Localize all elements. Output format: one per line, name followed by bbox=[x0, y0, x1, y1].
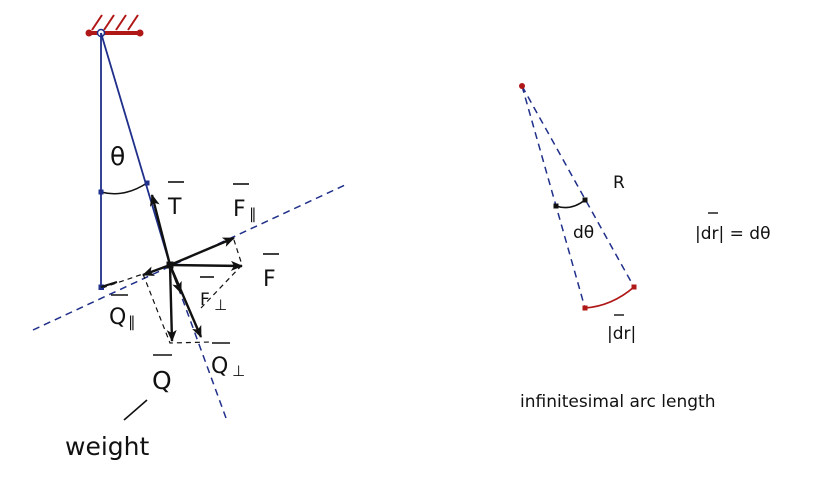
svg-text:∥: ∥ bbox=[128, 313, 136, 331]
force-label: F bbox=[263, 253, 279, 292]
radius-label: R bbox=[613, 173, 625, 193]
force-perpendicular-label: F ⊥ bbox=[200, 276, 227, 314]
radius-line-left bbox=[521, 85, 586, 309]
theta-label: θ bbox=[110, 142, 125, 171]
force-parallel-vector bbox=[169, 236, 235, 267]
force-vectors bbox=[142, 194, 243, 342]
arc-length-equation: |dr| = dθ bbox=[695, 212, 771, 244]
force-parallel-label: F ∥ bbox=[233, 183, 257, 223]
projection-lines bbox=[101, 239, 243, 344]
force-vector bbox=[169, 260, 243, 271]
arc-length-caption: infinitesimal arc length bbox=[520, 392, 715, 412]
weight-pointer-line bbox=[123, 399, 148, 421]
arc-center-point bbox=[519, 83, 525, 89]
angle-arc bbox=[100, 182, 148, 195]
tension-label: T bbox=[167, 181, 184, 220]
weight-perpendicular-vector bbox=[168, 264, 203, 338]
svg-text:⊥: ⊥ bbox=[232, 362, 245, 380]
svg-text:F: F bbox=[263, 267, 276, 292]
weight-parallel-label: Q ∥ bbox=[109, 294, 136, 331]
svg-text:F: F bbox=[200, 290, 210, 310]
radius-line-right bbox=[521, 85, 635, 288]
svg-text:Q: Q bbox=[211, 354, 228, 379]
arc-length-diagram: R dθ |dr| |dr| = dθ infinitesimal arc le… bbox=[519, 83, 771, 412]
ceiling-support bbox=[85, 14, 144, 38]
weight-perpendicular-label: Q ⊥ bbox=[211, 342, 245, 380]
weight-caption: weight bbox=[65, 432, 149, 461]
tension-vector bbox=[149, 194, 172, 266]
pendulum-diagram: θ T F ∥ F F ⊥ Q ∥ Q bbox=[32, 14, 346, 461]
svg-text:Q: Q bbox=[109, 305, 126, 330]
svg-text:T: T bbox=[167, 195, 182, 220]
svg-text:|dr|: |dr| bbox=[607, 324, 636, 344]
weight-vector bbox=[166, 264, 177, 342]
svg-text:Q: Q bbox=[152, 366, 172, 395]
weight-parallel-vector bbox=[142, 263, 171, 277]
pendulum-bob bbox=[166, 261, 174, 269]
svg-text:|dr| = dθ: |dr| = dθ bbox=[695, 224, 771, 244]
pendulum-string bbox=[100, 32, 171, 266]
angle-arc-small bbox=[555, 199, 586, 209]
arc-segment bbox=[584, 286, 635, 309]
svg-text:⊥: ⊥ bbox=[214, 296, 227, 314]
svg-text:∥: ∥ bbox=[249, 205, 257, 223]
d-theta-label: dθ bbox=[573, 223, 594, 243]
arc-length-label: |dr| bbox=[607, 314, 636, 344]
weight-label: Q bbox=[152, 354, 172, 395]
svg-text:F: F bbox=[233, 197, 246, 222]
